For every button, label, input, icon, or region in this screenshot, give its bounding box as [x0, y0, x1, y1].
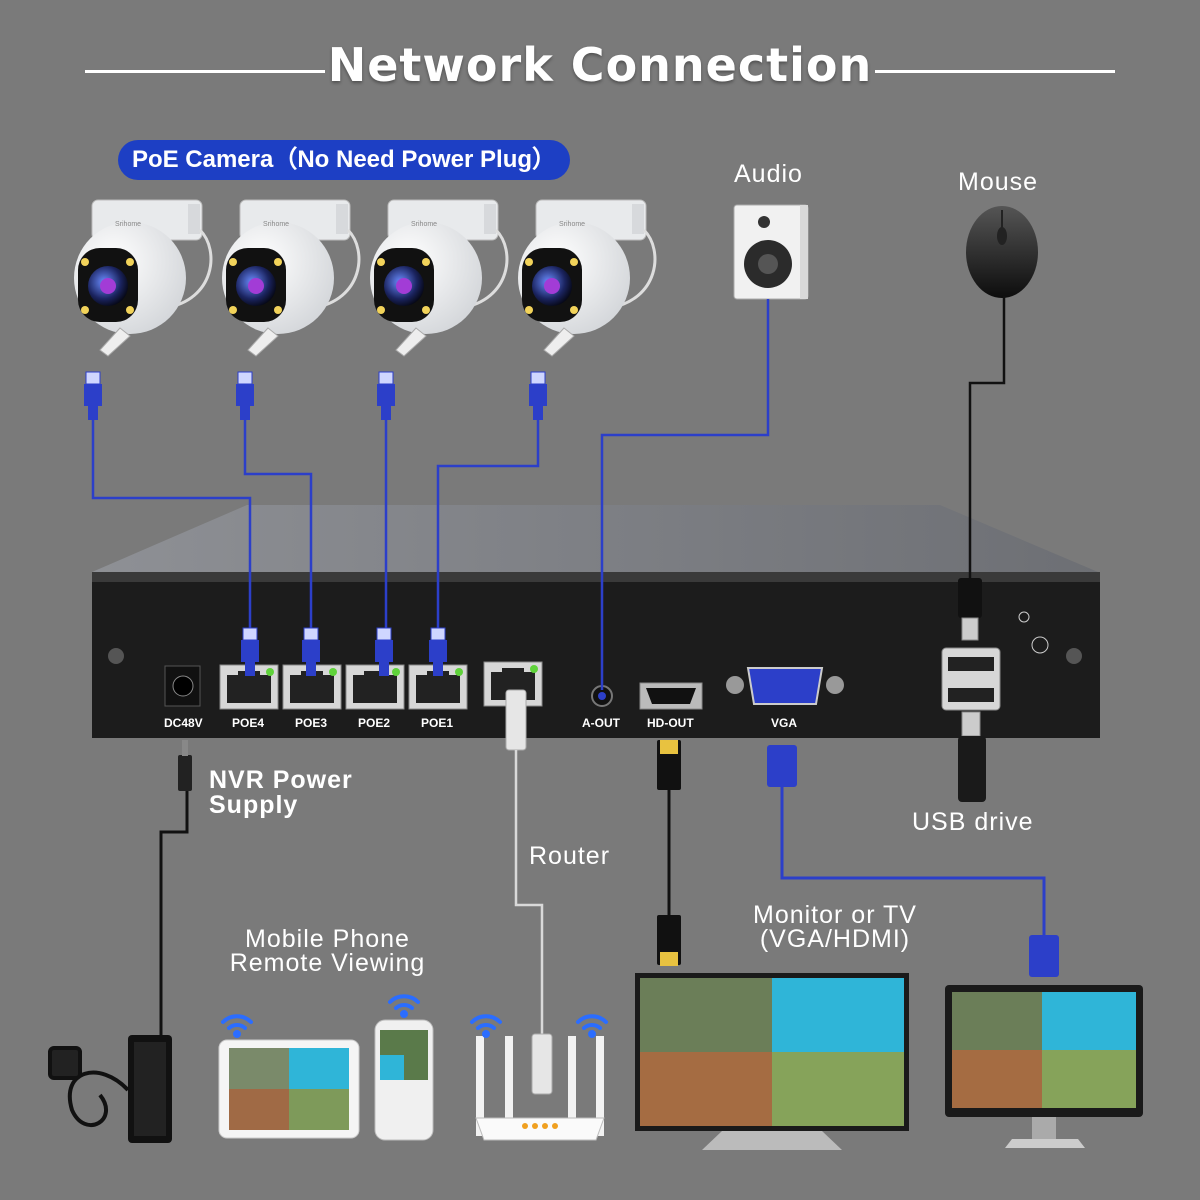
- tv-monitor: [635, 973, 909, 1150]
- nvr-power-label: NVR Power Supply: [209, 766, 353, 819]
- port-label-poe1: POE1: [421, 716, 453, 730]
- hdmi-port[interactable]: [639, 682, 703, 710]
- camera-1: [72, 198, 213, 358]
- vga-port[interactable]: [726, 667, 844, 705]
- nvr-recorder: [92, 505, 1100, 738]
- poe-port-2[interactable]: [345, 664, 405, 710]
- title-rule-left: [85, 70, 325, 73]
- port-label-poe2: POE2: [358, 716, 390, 730]
- camera-3: [368, 198, 509, 358]
- poe-cables: [91, 420, 540, 630]
- mouse-device: [966, 206, 1038, 298]
- mouse-usb-plug: [958, 578, 982, 641]
- port-label-dc48v: DC48V: [164, 716, 203, 730]
- mouse-label: Mouse: [958, 168, 1039, 196]
- monitor-label: Monitor or TV (VGA/HDMI): [753, 901, 917, 953]
- port-label-a-out: A-OUT: [582, 716, 621, 730]
- power-adapter: [128, 1035, 172, 1143]
- dc48v-jack[interactable]: [164, 665, 201, 707]
- audio-speaker: [733, 204, 809, 300]
- power-cable: [159, 791, 189, 1040]
- power-dc-plug: [178, 740, 192, 791]
- tablet-device: [218, 1039, 360, 1139]
- usb-drive-label: USB drive: [912, 808, 1034, 836]
- power-plug-cord: [48, 1046, 130, 1128]
- port-label-hd-out: HD-OUT: [647, 716, 694, 730]
- usb-drive: [958, 711, 986, 802]
- audio-label: Audio: [734, 160, 803, 188]
- router-cable: [514, 750, 544, 1035]
- mouse-cable: [968, 296, 1006, 580]
- hdmi-cable: [657, 740, 681, 966]
- poe-camera-badge: PoE Camera（No Need Power Plug）: [118, 140, 570, 180]
- audio-cable: [600, 299, 770, 690]
- camera-4: [516, 198, 657, 358]
- wifi-icon: [221, 994, 608, 1038]
- router-label: Router: [529, 842, 611, 870]
- camera-2: [220, 198, 361, 358]
- title-rule-right: [875, 70, 1115, 73]
- phone-device: [374, 1019, 434, 1141]
- port-label-vga: VGA: [771, 716, 797, 730]
- usb-port-stack[interactable]: [941, 647, 1001, 711]
- mobile-label: Mobile Phone Remote Viewing: [229, 925, 426, 977]
- port-label-poe4: POE4: [232, 716, 264, 730]
- camera-rj45-plug: [83, 371, 548, 421]
- pc-monitor: [945, 985, 1143, 1148]
- port-label-poe3: POE3: [295, 716, 327, 730]
- router-cable-plug: [505, 689, 527, 751]
- vga-cable: [767, 745, 1059, 977]
- page-title: Network Connection: [327, 38, 873, 92]
- router-device: [475, 1033, 605, 1141]
- port-labels: DC48V POE4 POE3 POE2 POE1 A-OUT HD-OUT V…: [164, 716, 797, 730]
